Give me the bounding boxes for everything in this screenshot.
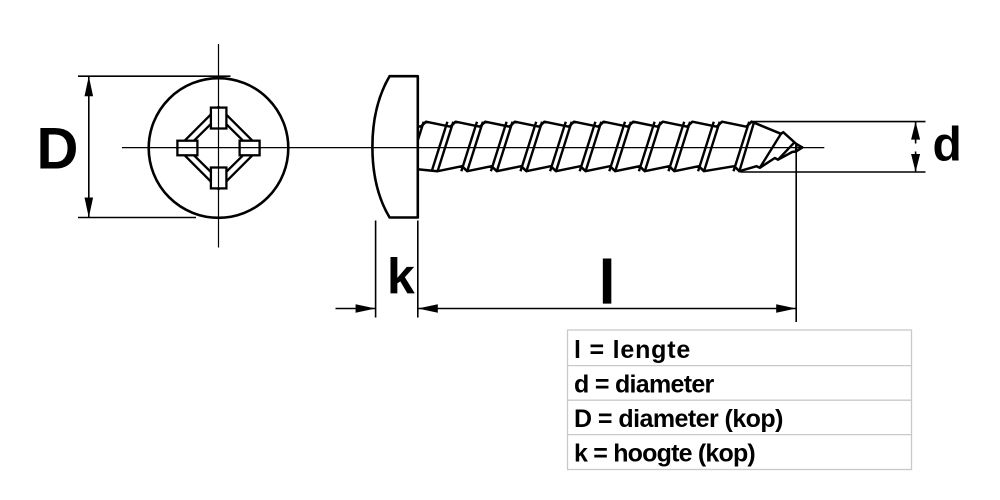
- svg-text:D: D: [37, 117, 79, 182]
- svg-text:d: d: [933, 119, 962, 172]
- svg-text:l: l: [599, 249, 616, 318]
- svg-text:d = diameter: d = diameter: [574, 371, 715, 399]
- svg-text:l = lengte: l = lengte: [574, 336, 691, 364]
- svg-text:k: k: [387, 249, 415, 305]
- svg-text:D = diameter (kop): D = diameter (kop): [574, 405, 783, 433]
- svg-text:k = hoogte (kop): k = hoogte (kop): [574, 440, 755, 468]
